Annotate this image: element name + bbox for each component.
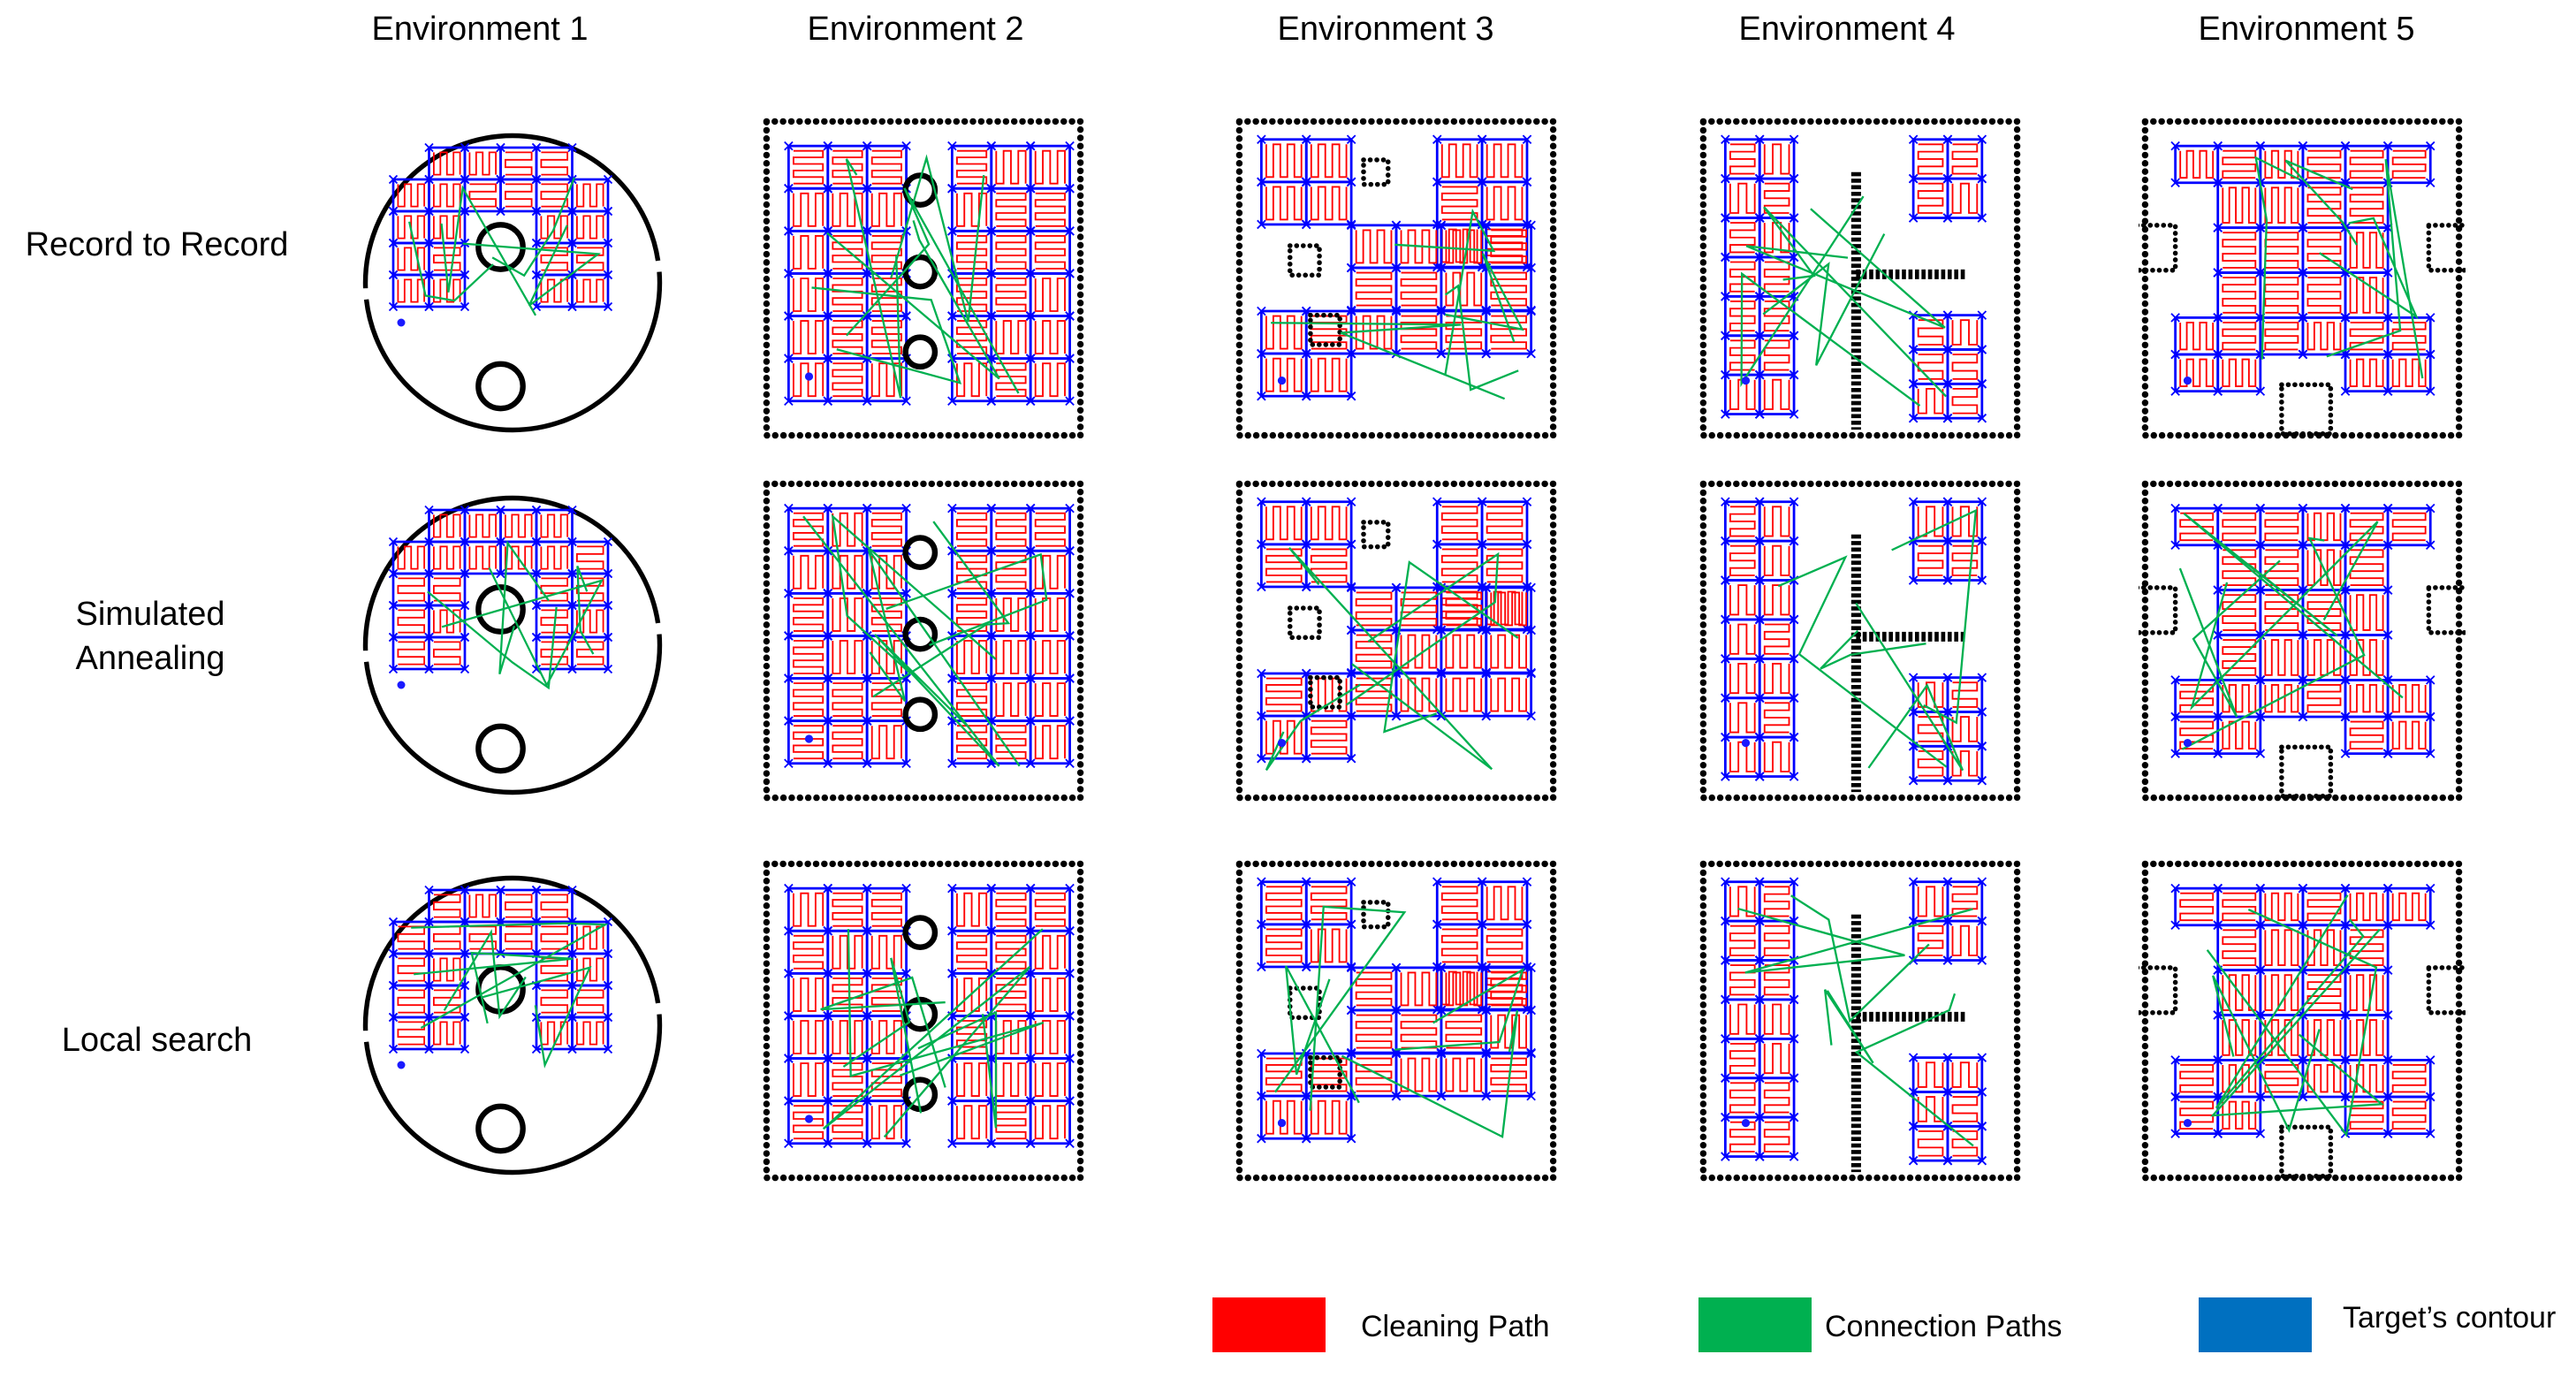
column-title-environment-1: Environment 1 xyxy=(371,11,589,48)
column-title-environment-2: Environment 2 xyxy=(807,11,1024,48)
env-2-simulated-annealing-panel xyxy=(763,480,1084,802)
env-3-simulated-annealing-panel xyxy=(1235,480,1557,802)
legend-swatch-cleaning-path xyxy=(1212,1297,1326,1352)
env-2-record-to-record-panel xyxy=(763,118,1084,439)
column-title-environment-3: Environment 3 xyxy=(1277,11,1494,48)
env-5-local-search-panel xyxy=(2139,860,2466,1182)
legend-label-cleaning-path: Cleaning Path xyxy=(1361,1310,1550,1343)
env-3-record-to-record-panel xyxy=(1235,118,1557,439)
env-1-local-search-panel xyxy=(362,875,663,1175)
env-2-local-search-panel xyxy=(763,860,1084,1182)
env-5-simulated-annealing-panel xyxy=(2139,480,2466,802)
column-title-environment-5: Environment 5 xyxy=(2198,11,2415,48)
env-1-simulated-annealing-panel xyxy=(362,495,663,795)
legend-label-targets-contour: Target’s contour xyxy=(2343,1301,2557,1335)
row-title-simulated-annealing: Simulated Annealing xyxy=(75,596,225,677)
env-3-local-search-panel xyxy=(1235,860,1557,1182)
env-4-simulated-annealing-panel xyxy=(1699,480,2021,802)
legend-label-connection-paths: Connection Paths xyxy=(1825,1310,2063,1343)
env-1-record-to-record-panel xyxy=(362,133,663,433)
legend-swatch-connection-paths xyxy=(1698,1297,1812,1352)
row-title-record-to-record: Record to Record xyxy=(25,226,289,263)
column-title-environment-4: Environment 4 xyxy=(1738,11,1956,48)
env-4-local-search-panel xyxy=(1699,860,2021,1182)
env-5-record-to-record-panel xyxy=(2139,118,2466,439)
row-title-local-search: Local search xyxy=(61,1022,253,1059)
env-4-record-to-record-panel xyxy=(1699,118,2021,439)
legend-swatch-targets-contour xyxy=(2199,1297,2312,1352)
